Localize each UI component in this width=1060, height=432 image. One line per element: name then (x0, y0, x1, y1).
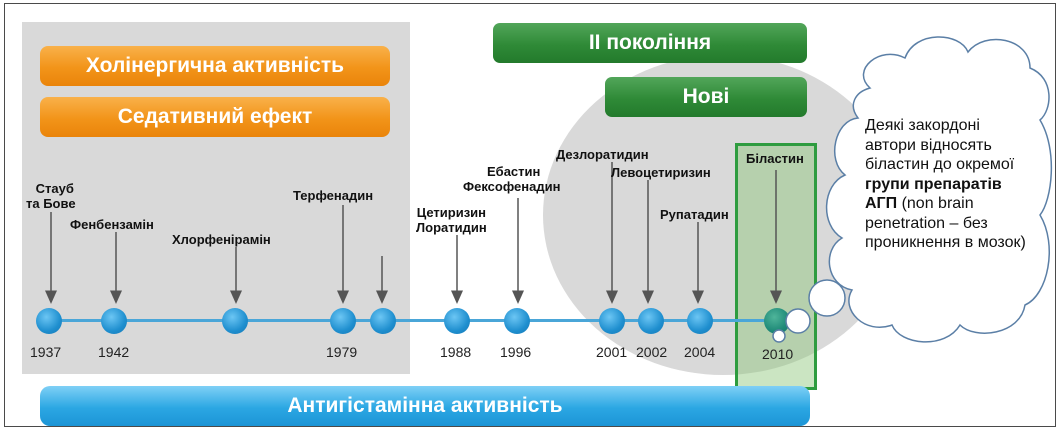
timeline-dot (599, 308, 625, 334)
sedative-effect-bar: Седативний ефект (40, 97, 390, 137)
year-label: 1988 (440, 344, 472, 360)
timeline-dot (504, 308, 530, 334)
drug-label-terfenadin: Терфенадин (293, 188, 374, 203)
timeline-line (46, 319, 796, 322)
timeline-dot (101, 308, 127, 334)
timeline-dot (444, 308, 470, 334)
cloud-bubble-small (772, 329, 786, 343)
timeline-dot (370, 308, 396, 334)
second-generation-bar: ІІ покоління (493, 23, 807, 63)
year-label: 2004 (684, 344, 716, 360)
drug-label-dezloratadin: Дезлоратидин (556, 147, 649, 162)
drug-label-cetirizin-group: Цетиризин Лоратидин (416, 205, 487, 235)
cholinergic-activity-bar: Холінергична активність (40, 46, 390, 86)
year-label: 1937 (30, 344, 62, 360)
drug-label-line: та Бове (26, 196, 76, 211)
drug-label-levocetirizin: Левоцетиризин (611, 165, 711, 180)
drug-label-feksofenadin: Фексофенадин (463, 179, 561, 194)
year-label: 1942 (98, 344, 130, 360)
drug-label-line: Стауб (35, 181, 74, 196)
drug-label-bilastin: Біластин (746, 151, 804, 166)
year-label: 1996 (500, 344, 532, 360)
cloud-text: Деякі закордоні автори відносять біласти… (865, 116, 1035, 253)
timeline-dot (638, 308, 664, 334)
cloud-bubble-large (808, 279, 846, 317)
drug-label-chlorfeniramin: Хлорфенірамін (172, 232, 271, 247)
antihistamine-activity-bar: Антигістамінна активність (40, 386, 810, 426)
new-drugs-bar: Нові (605, 77, 807, 117)
cloud-shape (825, 36, 1053, 343)
year-label: 2001 (596, 344, 628, 360)
drug-label-rupatadin: Рупатадин (660, 207, 729, 222)
drug-label-staub: Стауб та Бове (26, 181, 76, 211)
timeline-dot (330, 308, 356, 334)
cloud-text-part: Деякі закордоні автори відносять біласти… (865, 117, 1015, 173)
drug-label-fenbenzamin: Фенбензамін (70, 217, 154, 232)
timeline-dot (222, 308, 248, 334)
timeline-dot (687, 308, 713, 334)
drug-label-ebastin: Ебастин (487, 164, 541, 179)
cloud-bubble-medium (785, 308, 811, 334)
year-label: 2002 (636, 344, 668, 360)
drug-label-cetirizin: Цетиризин (416, 205, 486, 220)
year-label: 2010 (762, 346, 794, 362)
drug-label-loratadin: Лоратидин (416, 220, 487, 235)
cloud-text-bold: групи препаратів АГП (865, 175, 1002, 213)
timeline-dot (36, 308, 62, 334)
cloud-text-part: (non brain penetration – без проникнення… (865, 195, 1026, 251)
year-label: 1979 (326, 344, 358, 360)
drug-label-ebastin-group: Ебастин Фексофенадин (463, 164, 560, 194)
